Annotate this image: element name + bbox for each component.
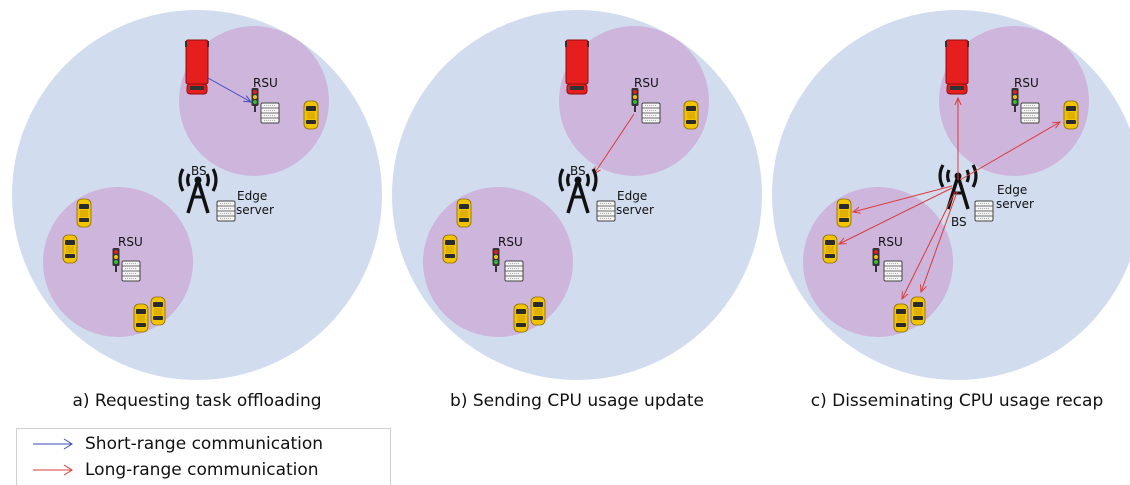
- short-range-link: [207, 77, 251, 102]
- bs-label: BS: [951, 215, 967, 229]
- panel-b: RSU BS Edge server RSU: [392, 10, 762, 380]
- car-icon: [893, 303, 909, 333]
- edge-server-label-line2: server: [996, 197, 1034, 211]
- long-range-link: [921, 191, 958, 292]
- car-icon: [62, 234, 78, 264]
- car-icon: [76, 198, 92, 228]
- edge-server-label-line1: Edge: [997, 183, 1027, 197]
- truck-icon: [184, 39, 210, 95]
- edge-server-label-line1: Edge: [237, 189, 267, 203]
- car-icon: [836, 198, 852, 228]
- rsu-label: RSU: [118, 235, 143, 249]
- server-icon: [260, 102, 280, 124]
- long-range-link: [594, 113, 635, 174]
- car-icon: [910, 296, 926, 326]
- rsu-label: RSU: [1014, 76, 1039, 90]
- edge-server-label-line2: server: [236, 203, 274, 217]
- legend-label-short-range: Short-range communication: [85, 434, 324, 454]
- car-icon: [683, 100, 699, 130]
- edge-server-label-line2: server: [616, 203, 654, 217]
- panel-c: RSU BS Edge server RSU: [772, 10, 1130, 380]
- server-icon: [883, 260, 903, 282]
- bs-label: BS: [191, 164, 207, 178]
- server-icon: [504, 260, 524, 282]
- legend-label-long-range: Long-range communication: [85, 460, 319, 480]
- truck-icon: [564, 39, 590, 95]
- server-icon: [1020, 102, 1040, 124]
- panel-a: RSU BS Edge server RSU: [12, 10, 382, 380]
- long-range-link: [839, 187, 953, 244]
- server-icon: [974, 200, 994, 222]
- edge-server-label-line1: Edge: [617, 189, 647, 203]
- rsu-label: RSU: [498, 235, 523, 249]
- car-icon: [1063, 100, 1079, 130]
- car-icon: [442, 234, 458, 264]
- server-icon: [596, 200, 616, 222]
- panel-a-caption: a) Requesting task offloading: [72, 391, 321, 411]
- panel-c-caption: c) Disseminating CPU usage recap: [811, 391, 1104, 411]
- server-icon: [641, 102, 661, 124]
- legend: Short-range communication Long-range com…: [16, 428, 391, 485]
- long-range-link: [959, 122, 1060, 181]
- rsu-label: RSU: [253, 76, 278, 90]
- car-icon: [303, 100, 319, 130]
- car-icon: [822, 234, 838, 264]
- bs-label: BS: [570, 164, 586, 178]
- car-icon: [150, 296, 166, 326]
- long-range-link: [902, 191, 956, 299]
- car-icon: [133, 303, 149, 333]
- short-range-arrow-icon: [33, 438, 73, 450]
- server-icon: [121, 260, 141, 282]
- truck-icon: [944, 39, 970, 95]
- long-range-link: [853, 185, 953, 212]
- long-range-arrow-icon: [33, 464, 73, 476]
- legend-item-long-range: Long-range communication: [17, 457, 319, 483]
- rsu-label: RSU: [634, 76, 659, 90]
- server-icon: [216, 200, 236, 222]
- legend-item-short-range: Short-range communication: [17, 431, 323, 457]
- rsu-label: RSU: [878, 235, 903, 249]
- car-icon: [513, 303, 529, 333]
- car-icon: [456, 198, 472, 228]
- car-icon: [530, 296, 546, 326]
- panel-b-caption: b) Sending CPU usage update: [450, 391, 704, 411]
